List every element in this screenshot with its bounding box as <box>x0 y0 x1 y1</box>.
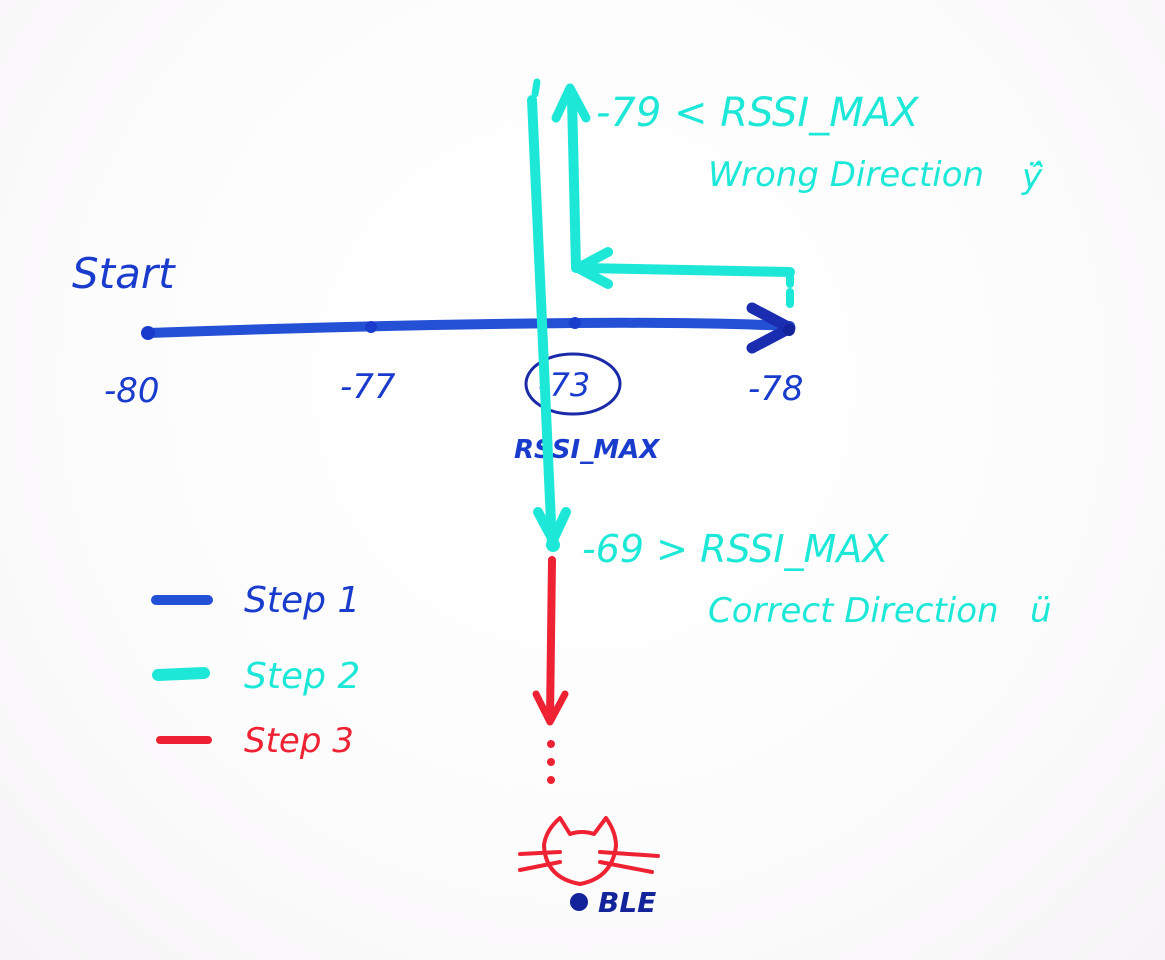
rssi-value: -78 <box>748 369 804 409</box>
tick-dot <box>783 324 795 336</box>
legend-swatch-step2 <box>152 667 210 681</box>
step1-line <box>143 317 795 338</box>
correct-value-label: -69 > RSSI_MAX <box>582 527 889 571</box>
step3-dot <box>547 740 555 748</box>
wrong-value-label: -79 < RSSI_MAX <box>596 90 920 136</box>
rssi-value: -80 <box>104 371 160 411</box>
step3-line <box>546 556 556 722</box>
legend-label-step2: Step 2 <box>244 656 360 697</box>
step3-dot <box>547 758 555 766</box>
correct-emoticon: ü <box>1030 591 1052 631</box>
step2-endpoint <box>546 538 560 552</box>
wrong-direction-label: Wrong Direction <box>708 155 984 195</box>
step1-path <box>141 302 796 354</box>
step3-path <box>532 556 569 784</box>
wrong-emoticon: ÿ̂ <box>1021 157 1043 197</box>
step2-line <box>567 93 581 273</box>
rssi-value: -77 <box>340 367 396 407</box>
legend: Step 1 Step 2 Step 3 <box>151 580 360 761</box>
step3-arrowhead <box>532 690 569 726</box>
ble-dot <box>570 893 588 911</box>
tick-dot <box>141 326 155 340</box>
legend-label-step1: Step 1 <box>244 580 360 621</box>
step3-dot <box>547 776 555 784</box>
step2-line <box>577 263 795 277</box>
cat-icon <box>518 816 660 886</box>
correct-direction-label: Correct Direction <box>708 591 999 631</box>
rssi-max-circle <box>524 352 622 416</box>
step2-arrowhead <box>551 83 591 123</box>
step2-line <box>531 78 541 98</box>
ble-label: BLE <box>598 886 656 919</box>
legend-label-step3: Step 3 <box>244 721 354 761</box>
rssi-max-caption: RSSI_MAX <box>514 435 661 465</box>
step2-line <box>527 95 557 550</box>
step2-path <box>527 78 795 552</box>
tick-dot <box>365 321 377 333</box>
start-label: Start <box>72 249 176 298</box>
tick-dot <box>569 317 581 329</box>
